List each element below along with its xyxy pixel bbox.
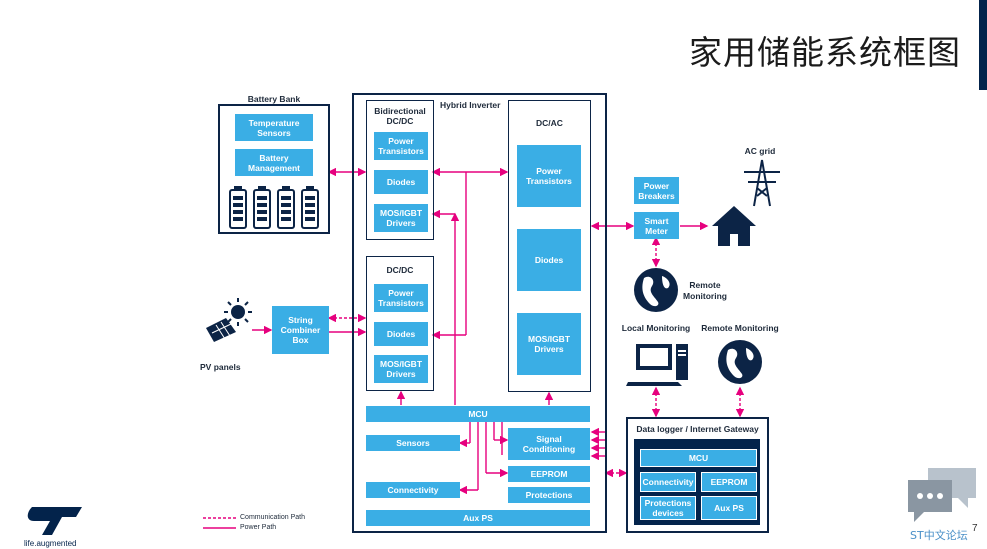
pylon-icon xyxy=(744,159,780,207)
house-icon xyxy=(712,206,756,246)
title-accent-bar xyxy=(979,0,987,90)
dcac-label: DC/AC xyxy=(536,118,563,128)
remote-monitoring-top-label: Remote Monitoring xyxy=(683,280,727,301)
inverter-mcu-block: MCU xyxy=(366,406,590,422)
battery-bank-panel: Temperature Sensors Battery Management xyxy=(218,104,330,234)
temperature-sensors-block: Temperature Sensors xyxy=(235,114,313,141)
eeprom-block: EEPROM xyxy=(508,466,590,482)
battery-management-block: Battery Management xyxy=(235,149,313,176)
bidirectional-dcdc-label: Bidirectional DC/DC xyxy=(374,106,426,126)
dcdc-panel xyxy=(366,256,434,391)
hybrid-inverter-label: Hybrid Inverter xyxy=(440,100,501,110)
globe-icon-top xyxy=(634,268,678,312)
aux-ps-block: Aux PS xyxy=(366,510,590,526)
pv-panel-icon xyxy=(206,298,252,342)
gateway-mcu-block: MCU xyxy=(640,449,757,467)
legend-power-text: Power Path xyxy=(240,524,277,531)
battery-bank-label: Battery Bank xyxy=(247,94,301,104)
gateway-eeprom-block: EEPROM xyxy=(701,472,757,492)
dcac-diodes-block: Diodes xyxy=(517,229,581,291)
dcdc-label: DC/DC xyxy=(386,265,414,275)
local-monitoring-label: Local Monitoring xyxy=(621,323,691,333)
pv-panels-label: PV panels xyxy=(200,362,241,372)
st-tagline: life.augmented xyxy=(24,539,77,548)
signal-conditioning-block: Signal Conditioning xyxy=(508,428,590,460)
bidi-mos-igbt-drivers-block: MOS/IGBT Drivers xyxy=(374,204,428,232)
dcdc-mos-igbt-drivers-block: MOS/IGBT Drivers xyxy=(374,355,428,383)
smart-meter-block: Smart Meter xyxy=(634,212,679,239)
hybrid-inverter-panel xyxy=(352,93,607,533)
power-breakers-block: Power Breakers xyxy=(634,177,679,204)
remote-monitoring-right-label: Remote Monitoring xyxy=(701,323,779,333)
protections-block: Protections xyxy=(508,487,590,503)
gateway-label: Data logger / Internet Gateway xyxy=(636,424,759,434)
sensors-block: Sensors xyxy=(366,435,460,451)
legend-comm-text: Communication Path xyxy=(240,514,305,521)
slide-title: 家用储能系统框图 xyxy=(689,33,961,72)
string-combiner-box-block: String Combiner Box xyxy=(272,306,329,354)
dcac-power-transistors-block: Power Transistors xyxy=(517,145,581,207)
dcac-mos-igbt-drivers-block: MOS/IGBT Drivers xyxy=(517,313,581,375)
forum-chat-icon xyxy=(908,468,976,522)
globe-icon-right xyxy=(718,340,762,384)
battery-cells-icon xyxy=(229,186,319,229)
bidi-diodes-block: Diodes xyxy=(374,170,428,194)
computer-icon xyxy=(626,344,688,386)
dcac-panel xyxy=(508,100,591,392)
gateway-aux-ps-block: Aux PS xyxy=(701,496,757,520)
ac-grid-label: AC grid xyxy=(744,146,776,156)
gateway-protections-block: Protections devices xyxy=(640,496,696,520)
forum-watermark-text: ST中文论坛 xyxy=(910,529,968,542)
dcdc-diodes-block: Diodes xyxy=(374,322,428,346)
connectivity-block: Connectivity xyxy=(366,482,460,498)
bidirectional-dcdc-panel xyxy=(366,100,434,240)
bidi-power-transistors-block: Power Transistors xyxy=(374,132,428,160)
page-number: 7 xyxy=(972,523,978,534)
dcdc-power-transistors-block: Power Transistors xyxy=(374,284,428,312)
st-logo xyxy=(27,507,82,535)
gateway-connectivity-block: Connectivity xyxy=(640,472,696,492)
